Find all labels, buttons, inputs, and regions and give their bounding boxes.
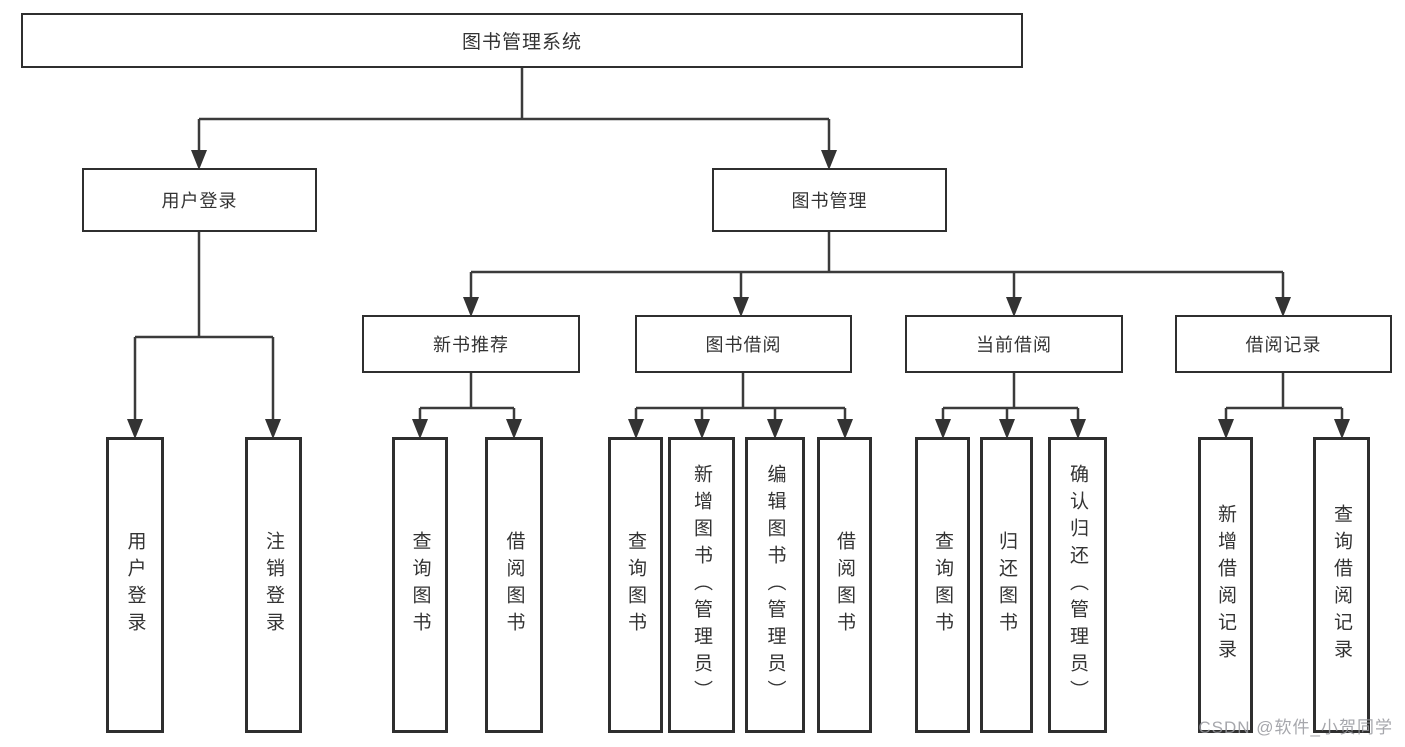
node-label: 借阅图书 — [834, 531, 855, 639]
node-label: 借阅记录 — [1245, 335, 1322, 355]
connector-book-borrow-children — [634, 373, 847, 421]
node-label: 新增借阅记录 — [1215, 504, 1236, 666]
node-label: 新书推荐 — [433, 335, 509, 355]
node-add-book-admin: 新增图书（管理员） — [668, 437, 735, 733]
node-query-books-borrow: 查询图书 — [608, 437, 663, 733]
node-return-book: 归还图书 — [980, 437, 1033, 733]
arrowheads — [127, 150, 1350, 439]
node-label: 编辑图书（管理员） — [764, 463, 786, 707]
connector-borrow-records-children — [1224, 373, 1344, 421]
node-label: 图书管理系统 — [461, 32, 582, 53]
node-user-login-leaf: 用户登录 — [106, 437, 164, 733]
node-label: 查询借阅记录 — [1331, 504, 1352, 666]
connector-new-book-children — [418, 373, 516, 421]
node-label: 图书借阅 — [705, 335, 782, 355]
node-label: 确认归还（管理员） — [1067, 463, 1088, 707]
node-new-book-recommend: 新书推荐 — [362, 315, 580, 373]
node-library-management-system: 图书管理系统 — [21, 13, 1023, 68]
node-label: 新增图书（管理员） — [691, 463, 712, 707]
node-label: 注销登录 — [263, 531, 284, 639]
node-label: 归还图书 — [996, 531, 1017, 639]
node-user-login: 用户登录 — [82, 168, 317, 232]
node-label: 用户登录 — [124, 531, 146, 639]
connector-user-login-children — [133, 232, 275, 421]
watermark-text: CSDN @软件_小贺同学 — [1198, 718, 1393, 737]
node-label: 借阅图书 — [503, 531, 525, 639]
connector-current-borrow-children — [941, 373, 1080, 421]
node-book-management: 图书管理 — [712, 168, 947, 232]
node-label: 查询图书 — [409, 531, 431, 639]
node-borrow-books-leaf: 借阅图书 — [817, 437, 872, 733]
node-current-borrow: 当前借阅 — [905, 315, 1123, 373]
node-borrow-books-recommend: 借阅图书 — [485, 437, 543, 733]
node-edit-book-admin: 编辑图书（管理员） — [745, 437, 805, 733]
node-query-books-current: 查询图书 — [915, 437, 970, 733]
node-label: 当前借阅 — [976, 335, 1052, 355]
node-label: 图书管理 — [791, 191, 868, 211]
node-label: 用户登录 — [161, 191, 238, 211]
node-borrow-records: 借阅记录 — [1175, 315, 1392, 373]
node-label: 查询图书 — [625, 531, 646, 639]
connector-root-to-level2 — [197, 68, 831, 152]
node-add-borrow-record: 新增借阅记录 — [1198, 437, 1253, 733]
node-label: 查询图书 — [932, 531, 953, 639]
connector-book-mgmt-children — [469, 232, 1285, 299]
node-logout-leaf: 注销登录 — [245, 437, 302, 733]
node-query-borrow-record: 查询借阅记录 — [1313, 437, 1370, 733]
node-confirm-return-admin: 确认归还（管理员） — [1048, 437, 1107, 733]
node-query-books-recommend: 查询图书 — [392, 437, 448, 733]
node-book-borrow: 图书借阅 — [635, 315, 852, 373]
